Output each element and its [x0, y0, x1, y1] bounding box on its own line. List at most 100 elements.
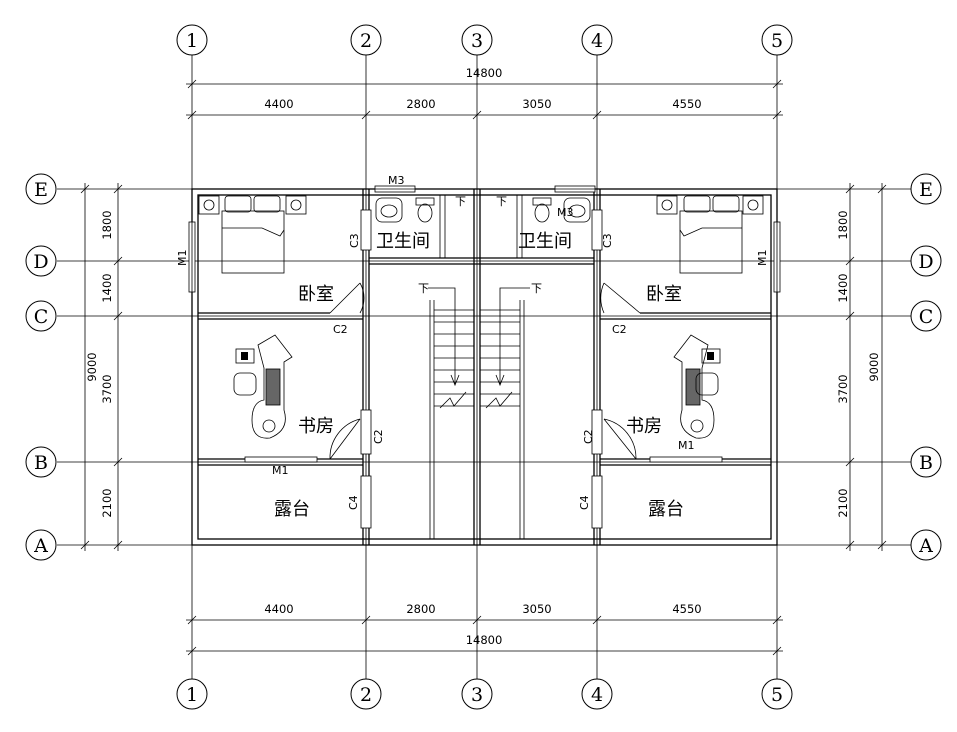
- svg-text:5: 5: [771, 684, 783, 706]
- tag-m3-right: M3: [557, 206, 574, 219]
- room-bedroom-left: 卧室: [298, 284, 334, 305]
- dim-seg-3-right: 3700: [836, 374, 850, 403]
- tag-m1-left-side: M1: [176, 250, 189, 267]
- grid-lines: [57, 54, 911, 680]
- dim-seg-1-top: 4400: [264, 97, 293, 111]
- axis-bubble-5-top: 5: [761, 24, 793, 56]
- dim-seg-1-right: 1800: [836, 210, 850, 239]
- stairs: 下 下 下 下: [418, 195, 542, 409]
- tag-m1-left-bottom: M1: [272, 464, 289, 477]
- axis-bubble-4-top: 4: [581, 24, 613, 56]
- svg-text:E: E: [34, 179, 48, 201]
- furniture: [198, 195, 764, 439]
- tag-c4-left: C4: [347, 495, 360, 510]
- room-terrace-left: 露台: [274, 499, 310, 520]
- svg-text:1: 1: [186, 684, 198, 706]
- axis-bubble-C-right: C: [910, 300, 942, 332]
- svg-text:2: 2: [360, 684, 372, 706]
- openings: [188, 185, 781, 529]
- svg-text:5: 5: [771, 30, 783, 52]
- room-study-right: 书房: [626, 416, 662, 437]
- axis-bubble-D-left: D: [25, 245, 57, 277]
- dim-seg-3-top: 3050: [522, 97, 551, 111]
- dim-seg-3-bottom: 3050: [522, 602, 551, 616]
- svg-text:C: C: [34, 306, 49, 328]
- tag-c2-right-study: C2: [582, 429, 595, 444]
- dim-total-top: 14800: [466, 66, 503, 80]
- tag-c2-right-bed: C2: [612, 323, 627, 336]
- opening-tags: M3 M3 M1 M1 M1 M1 C3 C3 C2 C2 C2 C2 C4 C…: [176, 174, 769, 510]
- svg-text:D: D: [918, 251, 933, 273]
- tag-c2-left-bed: C2: [333, 323, 348, 336]
- dim-seg-2-right: 1400: [836, 273, 850, 302]
- svg-text:4: 4: [591, 684, 603, 706]
- room-bathroom-left: 卫生间: [376, 231, 430, 252]
- axis-bubble-1-top: 1: [176, 24, 208, 56]
- axis-bubble-B-right: B: [910, 446, 942, 478]
- dimension-left: 9000 1800 1400 3700 2100: [80, 183, 123, 551]
- tag-c3-left: C3: [348, 233, 361, 248]
- svg-text:B: B: [919, 452, 933, 474]
- axis-bubbles-left: E D C B A: [25, 173, 57, 561]
- tag-c4-right: C4: [578, 495, 591, 510]
- svg-text:3: 3: [471, 684, 483, 706]
- dim-seg-4-bottom: 4550: [672, 602, 701, 616]
- axis-bubble-1-bottom: 1: [176, 678, 208, 710]
- axis-bubble-A-left: A: [25, 529, 57, 561]
- tag-m3-left: M3: [388, 174, 405, 187]
- dim-total-right: 9000: [867, 352, 881, 381]
- svg-text:3: 3: [471, 30, 483, 52]
- svg-text:C: C: [919, 306, 934, 328]
- svg-text:2: 2: [360, 30, 372, 52]
- tag-c3-right: C3: [601, 233, 614, 248]
- room-labels: 卫生间 卫生间 卧室 卧室 书房 书房 露台 露台: [274, 231, 684, 520]
- axis-bubble-4-bottom: 4: [581, 678, 613, 710]
- dim-seg-1-bottom: 4400: [264, 602, 293, 616]
- svg-text:A: A: [33, 535, 48, 557]
- dim-seg-1-left: 1800: [100, 210, 114, 239]
- tag-m1-right-bottom: M1: [678, 439, 695, 452]
- walls: [191, 188, 778, 546]
- stair-down-left: 下: [418, 282, 429, 295]
- axis-bubble-2-bottom: 2: [350, 678, 382, 710]
- dim-seg-2-bottom: 2800: [406, 602, 435, 616]
- axis-bubble-B-left: B: [25, 446, 57, 478]
- tag-c2-left-study: C2: [372, 429, 385, 444]
- bath-down-left: 下: [455, 195, 466, 208]
- room-bedroom-right: 卧室: [646, 284, 682, 305]
- dim-seg-4-top: 4550: [672, 97, 701, 111]
- svg-text:A: A: [918, 535, 933, 557]
- axis-bubble-3-bottom: 3: [461, 678, 493, 710]
- tag-m1-right-side: M1: [756, 250, 769, 267]
- dim-seg-2-left: 1400: [100, 273, 114, 302]
- dimension-right: 1800 1400 3700 2100 9000: [836, 183, 887, 551]
- room-terrace-right: 露台: [648, 499, 684, 520]
- room-bathroom-right: 卫生间: [518, 231, 572, 252]
- dim-seg-4-right: 2100: [836, 488, 850, 517]
- axis-bubble-D-right: D: [910, 245, 942, 277]
- axis-bubble-C-left: C: [25, 300, 57, 332]
- axis-bubble-E-left: E: [25, 173, 57, 205]
- dim-seg-3-left: 3700: [100, 374, 114, 403]
- dimension-top: 14800 4400 2800 3050 4550: [186, 66, 783, 120]
- svg-text:E: E: [919, 179, 933, 201]
- axis-bubble-3-top: 3: [461, 24, 493, 56]
- dim-total-bottom: 14800: [466, 633, 503, 647]
- svg-text:4: 4: [591, 30, 603, 52]
- svg-text:D: D: [33, 251, 48, 273]
- room-study-left: 书房: [298, 416, 334, 437]
- svg-text:1: 1: [186, 30, 198, 52]
- dim-total-left: 9000: [85, 352, 99, 381]
- axis-bubble-5-bottom: 5: [761, 678, 793, 710]
- dimension-bottom: 4400 2800 3050 4550 14800: [186, 602, 783, 656]
- axis-bubble-E-right: E: [910, 173, 942, 205]
- bath-down-right: 下: [496, 195, 507, 208]
- dim-seg-4-left: 2100: [100, 488, 114, 517]
- axis-bubbles-top: 1 2 3 4 5: [176, 24, 793, 56]
- axis-bubbles-right: E D C B A: [910, 173, 942, 561]
- dim-seg-2-top: 2800: [406, 97, 435, 111]
- axis-bubble-2-top: 2: [350, 24, 382, 56]
- svg-text:B: B: [34, 452, 48, 474]
- axis-bubbles-bottom: 1 2 3 4 5: [176, 678, 793, 710]
- axis-bubble-A-right: A: [910, 529, 942, 561]
